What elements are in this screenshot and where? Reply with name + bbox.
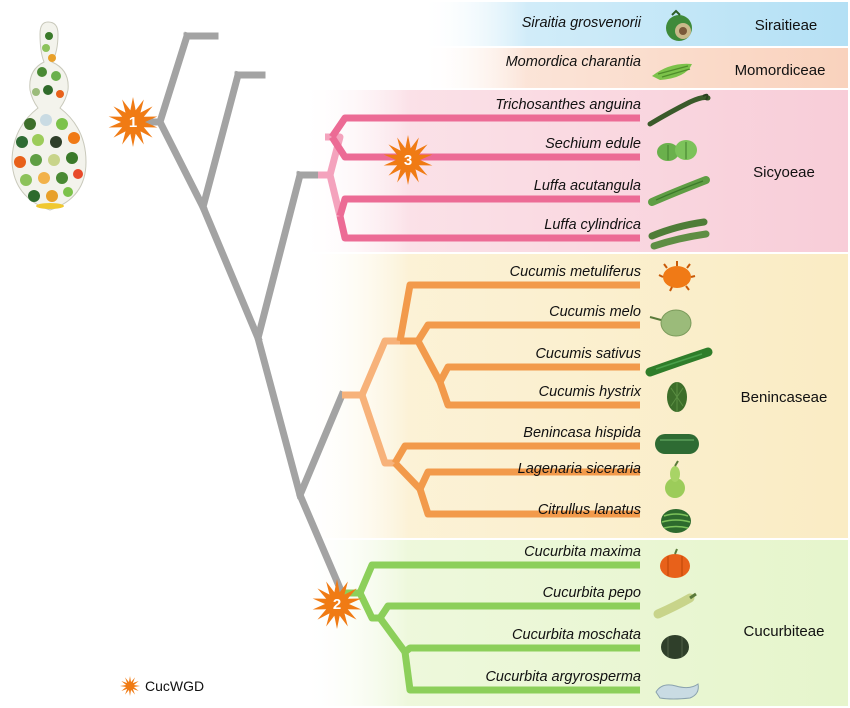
tribe-labels: Siraitieae Momordiceae Sicyoeae Benincas… (735, 17, 828, 640)
tribe-label-sicyoeae: Sicyoeae (753, 164, 815, 181)
wgd-star-1: 1 (108, 97, 158, 147)
fruit-icons (645, 9, 713, 700)
legend: CucWGD (120, 676, 204, 696)
species-label: Cucurbita moschata (512, 627, 641, 643)
melon-icon (649, 309, 692, 337)
species-label: Luffa acutangula (534, 178, 641, 194)
star-icon (312, 579, 362, 629)
star-icon (120, 676, 140, 696)
watermelon-icon (661, 509, 691, 533)
species-label: Momordica charantia (506, 54, 641, 70)
squash-icon (661, 635, 689, 659)
species-label: Lagenaria siceraria (518, 461, 641, 477)
species-label: Cucumis hystrix (539, 384, 642, 400)
species-label: Cucurbita pepo (543, 585, 641, 601)
cucumber-icon (645, 347, 713, 377)
tribe-panel-benincaseae (300, 254, 848, 538)
species-label: Cucumis sativus (535, 346, 641, 362)
star-icon (383, 135, 433, 185)
star-icon (108, 97, 158, 147)
zucchini-icon (653, 592, 697, 619)
species-label: Cucurbita maxima (524, 544, 641, 560)
wild-cucumber-icon (667, 382, 687, 412)
species-label: Siraitia grosvenorii (522, 15, 642, 31)
legend-label: CucWGD (145, 678, 204, 694)
wgd-label: 2 (333, 596, 341, 613)
species-labels: Siraitia grosvenorii Momordica charantia… (485, 15, 641, 685)
species-label: Cucurbita argyrosperma (485, 669, 641, 685)
ridged-gourd-icon (648, 176, 710, 206)
cucurbiteae-branches (342, 561, 640, 694)
species-label: Cucumis melo (549, 304, 641, 320)
backbone-branches (133, 31, 347, 598)
species-label: Luffa cylindrica (544, 217, 641, 233)
snake-gourd-icon (647, 93, 711, 127)
benincaseae-clade (342, 337, 400, 467)
wgd-star-2: 2 (312, 579, 362, 629)
species-label: Citrullus lanatus (538, 502, 641, 518)
bottle-gourd-icon (665, 460, 685, 498)
tribe-label-siraitieae: Siraitieae (755, 17, 818, 34)
wgd-label: 3 (404, 152, 412, 169)
monk-fruit-icon (666, 9, 692, 41)
tribe-label-benincaseae: Benincaseae (741, 389, 828, 406)
tribe-label-momordiceae: Momordiceae (735, 62, 826, 79)
species-label: Trichosanthes anguina (495, 97, 641, 113)
species-label: Cucumis metuliferus (510, 264, 641, 280)
wgd-star-3: 3 (383, 135, 433, 185)
wgd-label: 1 (129, 114, 137, 131)
species-label: Sechium edule (545, 136, 641, 152)
pumpkin-icon (660, 548, 690, 578)
species-label: Benincasa hispida (523, 425, 641, 441)
wax-gourd-icon (655, 434, 699, 454)
sponge-gourd-icon (648, 218, 710, 250)
tribe-panel-momordiceae (420, 48, 848, 88)
benincaseae-branches (391, 281, 640, 518)
gourd-collage-icon (11, 21, 87, 211)
chayote-icon (657, 140, 697, 161)
horned-melon-icon (658, 261, 696, 292)
cushaw-icon (655, 683, 699, 700)
tribe-label-cucurbiteae: Cucurbiteae (744, 623, 825, 640)
bitter-melon-icon (652, 63, 692, 80)
sicyoeae-branches (329, 114, 640, 242)
